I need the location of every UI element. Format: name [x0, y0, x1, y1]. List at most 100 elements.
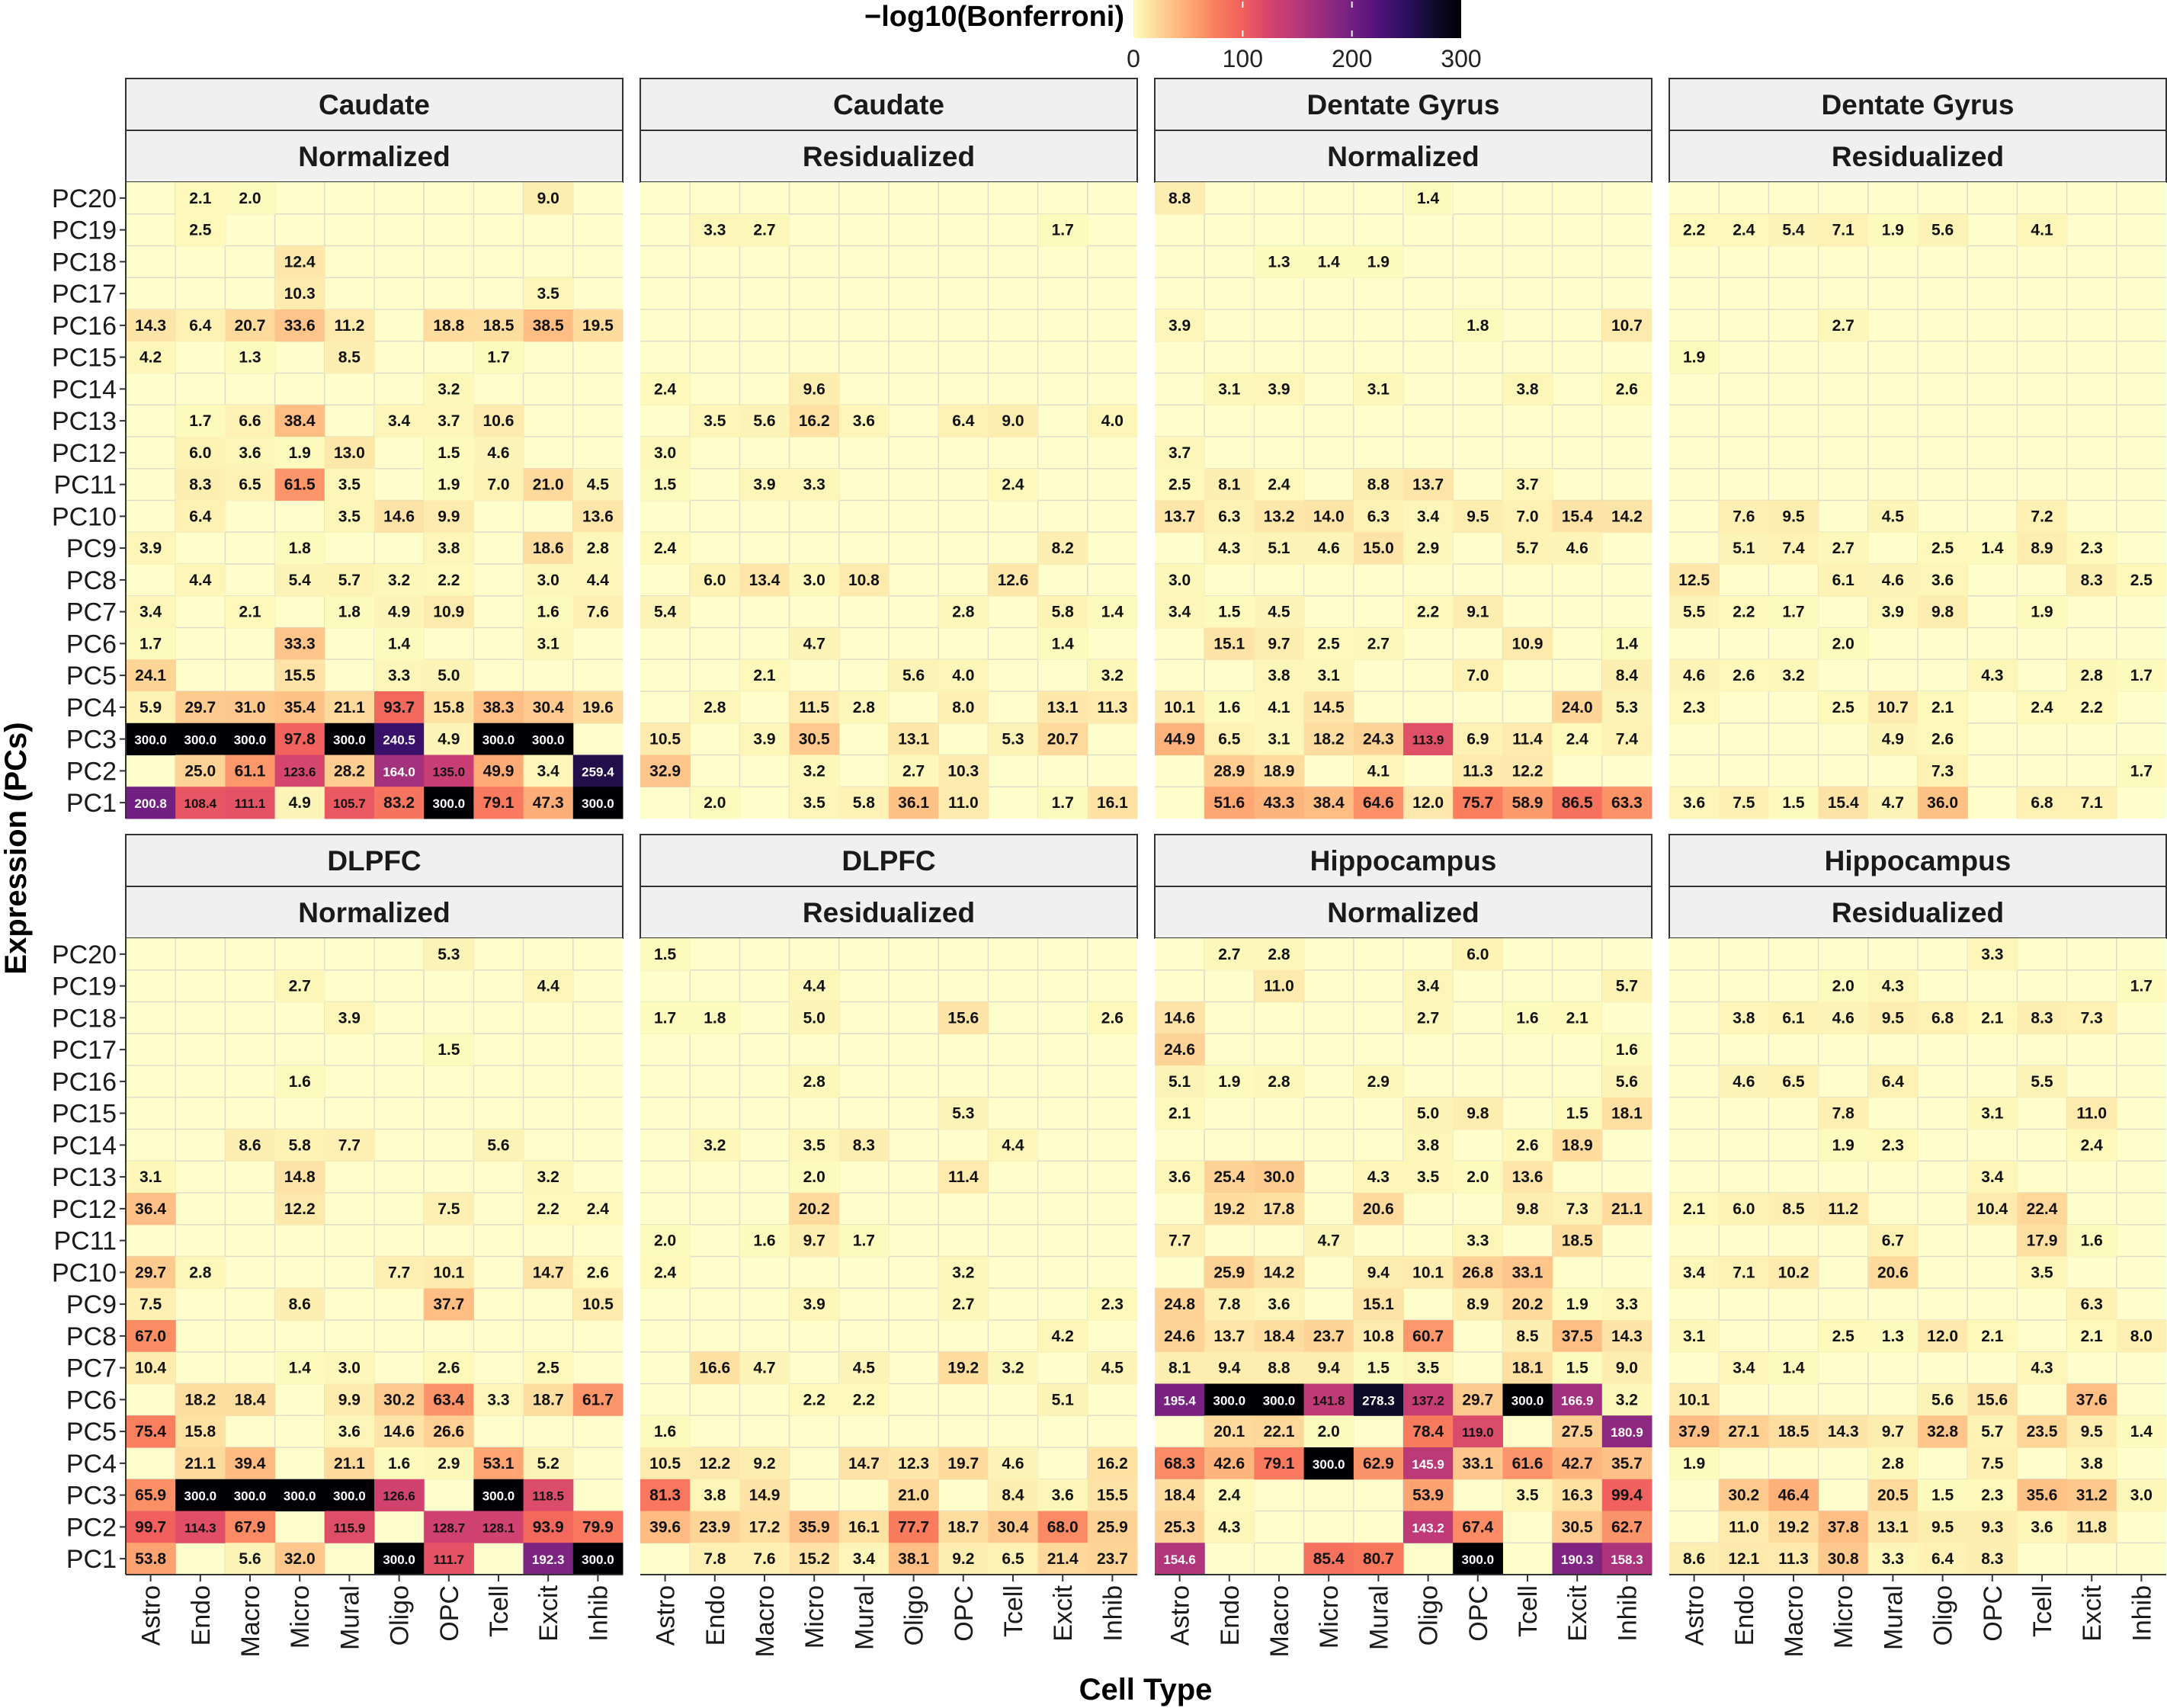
cell-value-label: 47.3 — [533, 794, 564, 812]
cell-value-label: 7.5 — [1981, 1455, 2004, 1472]
cell-value-label: 7.5 — [1733, 794, 1755, 812]
cell-value-label: 23.9 — [699, 1518, 730, 1536]
x-tick-label: Oligo — [1929, 1585, 1958, 1646]
heatmap-cell — [1403, 1351, 1454, 1384]
heatmap-cell — [1254, 500, 1305, 533]
x-tick-label: Inhib — [2127, 1585, 2156, 1642]
cell-value-label: 2.0 — [803, 1168, 825, 1186]
heatmap-cell — [523, 755, 574, 787]
legend-tick-label: 0 — [1127, 45, 1140, 72]
heatmap-cell — [374, 564, 425, 597]
cell-value-label: 2.1 — [2081, 1328, 2104, 1345]
legend-colorbar — [1133, 0, 1461, 38]
cell-value-label: 11.3 — [1463, 762, 1493, 780]
cell-value-label: 16.2 — [1097, 1455, 1128, 1472]
x-tick-label: Excit — [1563, 1585, 1592, 1641]
heatmap-cell — [572, 1256, 623, 1289]
heatmap-cell — [1254, 1256, 1305, 1289]
heatmap-cell — [1768, 595, 1819, 628]
cell-value-label: 2.4 — [1566, 731, 1589, 748]
heatmap-cell — [2017, 787, 2068, 819]
cell-value-label: 8.3 — [1981, 1550, 2003, 1568]
heatmap-cell — [126, 1320, 176, 1353]
heatmap-cell — [523, 532, 574, 565]
strip-region-label: Hippocampus — [1310, 845, 1497, 876]
heatmap-cell — [789, 755, 840, 787]
cell-value-label: 14.6 — [1164, 1009, 1195, 1027]
heatmap-cell — [324, 755, 375, 787]
heatmap-cell — [690, 787, 740, 819]
heatmap-cell — [2017, 691, 2068, 724]
cell-value-label: 38.4 — [1313, 794, 1345, 812]
heatmap-cell — [1719, 500, 1769, 533]
cell-value-label: 15.5 — [1097, 1487, 1128, 1505]
heatmap-cell — [374, 787, 425, 819]
heatmap-cell — [2066, 1288, 2117, 1321]
strip-region — [1154, 78, 1652, 131]
heatmap-cell — [1967, 1415, 2018, 1448]
heatmap-cell — [2066, 1447, 2117, 1480]
cell-value-label: 9.5 — [1882, 1009, 1905, 1027]
heatmap-cell — [1967, 1161, 2018, 1194]
y-tick-label: PC4 — [66, 694, 117, 723]
heatmap-cell — [1155, 723, 1205, 755]
cell-value-label: 2.2 — [1417, 604, 1439, 621]
heatmap-cell — [838, 564, 890, 597]
cell-value-label: 23.5 — [2027, 1423, 2058, 1440]
cell-value-label: 2.5 — [1318, 635, 1341, 652]
cell-value-label: 1.8 — [289, 540, 312, 557]
cell-value-label: 2.0 — [1467, 1168, 1489, 1186]
heatmap-cell — [1867, 1543, 1919, 1575]
heatmap-cell — [1967, 1383, 2018, 1416]
heatmap-cell — [523, 1351, 574, 1384]
heatmap-cell — [473, 309, 524, 342]
y-tick-label: PC7 — [66, 1354, 117, 1383]
heatmap-cell — [1818, 564, 1869, 597]
cell-value-label: 14.3 — [1828, 1423, 1859, 1440]
heatmap-cell — [424, 1288, 474, 1321]
strip-method-label: Residualized — [803, 141, 975, 172]
y-tick-label: PC11 — [53, 1227, 117, 1256]
cell-value-label: 2.8 — [189, 1264, 212, 1281]
heatmap-cell — [523, 595, 574, 628]
cell-value-label: 61.5 — [284, 476, 316, 494]
heatmap-cell — [690, 405, 740, 437]
legend-tick-label: 200 — [1332, 45, 1372, 72]
x-tick-label: Endo — [1216, 1585, 1245, 1646]
cell-value-label: 18.2 — [184, 1391, 216, 1408]
cell-value-label: 28.2 — [334, 762, 365, 780]
cell-value-label: 15.6 — [1976, 1391, 2008, 1408]
cell-value-label: 11.8 — [2076, 1518, 2107, 1536]
cell-value-label: 7.7 — [338, 1136, 361, 1154]
cell-value-label: 3.0 — [537, 572, 559, 589]
heatmap-cell — [1453, 723, 1503, 755]
strip-method-label: Normalized — [298, 897, 450, 928]
y-tick-label: PC12 — [52, 439, 117, 468]
heatmap-cell — [789, 723, 840, 755]
cell-value-label: 43.3 — [1264, 794, 1295, 812]
cell-value-label: 13.2 — [1264, 508, 1295, 525]
heatmap-cell — [1502, 1383, 1553, 1416]
x-tick-label: Endo — [187, 1585, 216, 1646]
heatmap-cell — [1303, 1320, 1354, 1353]
heatmap-cell — [424, 1415, 474, 1448]
heatmap-cell — [424, 437, 474, 469]
cell-value-label: 32.9 — [649, 762, 681, 780]
heatmap-cell — [1867, 1447, 1919, 1480]
heatmap-cell — [1918, 1543, 1968, 1575]
cell-value-label: 3.0 — [803, 572, 825, 589]
cell-value-label: 2.7 — [1417, 1009, 1439, 1027]
y-tick-label: PC3 — [66, 1482, 117, 1511]
x-tick-label: Astro — [137, 1585, 166, 1646]
cell-value-label: 81.3 — [649, 1487, 681, 1505]
heatmap-cell — [126, 659, 176, 692]
cell-value-label: 123.6 — [284, 764, 316, 779]
heatmap-cell — [640, 1256, 691, 1289]
heatmap-cell — [1818, 627, 1869, 660]
cell-value-label: 99.7 — [135, 1518, 166, 1536]
x-tick-label: Inhib — [1613, 1585, 1642, 1642]
cell-value-label: 24.8 — [1164, 1296, 1195, 1313]
heatmap-cell — [1552, 1224, 1603, 1257]
heatmap-cell — [988, 405, 1039, 437]
